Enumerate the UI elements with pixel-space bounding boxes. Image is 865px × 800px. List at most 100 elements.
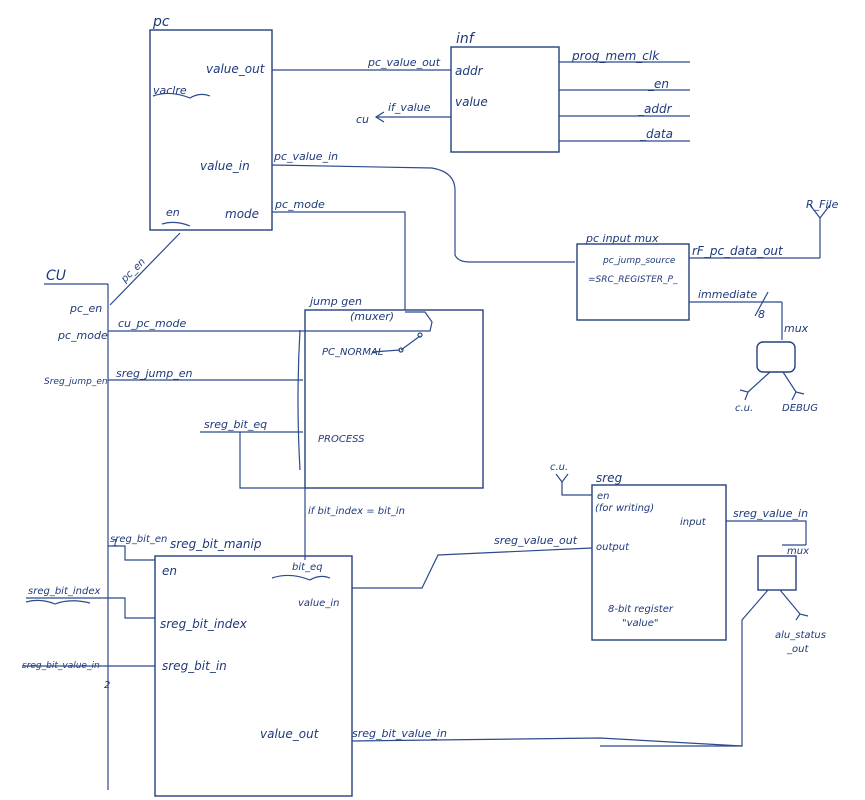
src-register: =SRC_REGISTER_P_ [588, 275, 678, 285]
switch-contact-2 [417, 332, 423, 338]
bus-slash [754, 291, 769, 317]
cu-pc-mode-port: pc_mode [57, 329, 108, 342]
jump-gen-left-bracket [297, 329, 301, 471]
cu-one: 1 [112, 538, 118, 549]
switch-contact-1 [398, 347, 404, 353]
jump-gen-process: PROCESS [318, 434, 365, 445]
wire-pc-value-in [271, 164, 575, 263]
pc-value-out-port: value_out [206, 62, 266, 76]
sreg-output: output [596, 542, 630, 553]
cu-sreg-bit-index: sreg_bit_index [28, 586, 100, 597]
wire-alu [779, 589, 801, 615]
sreg-input: input [680, 517, 707, 528]
label-data: _data [639, 127, 673, 141]
cu-sreg-jump-en-port: Sreg_jump_en [44, 377, 108, 387]
label-alu-out: _out [786, 644, 809, 655]
inf-addr-port: addr [455, 64, 484, 78]
wire-sreg-cu [561, 482, 592, 496]
small-mux-box [756, 341, 796, 373]
label-addr: _addr [637, 102, 673, 116]
sreg-mux-box [757, 555, 797, 591]
manip-box [154, 555, 353, 797]
manip-value-in: value_in [298, 598, 339, 609]
switch-line [371, 349, 401, 353]
sreg-title: sreg [596, 471, 623, 485]
jump-gen-box [304, 309, 484, 489]
pc-en-port: en [166, 206, 180, 219]
label-sreg-value-out: sreg_value_out [494, 534, 578, 547]
sreg-desc-1: 8-bit register [608, 604, 674, 615]
cu-two: 2 [104, 680, 110, 691]
sreg-desc-2: "value" [622, 618, 659, 629]
wire-sreg-bit-value-in [351, 737, 743, 747]
wire-sreg-bit-en [108, 545, 155, 561]
wire-cu-pc-mode [108, 311, 433, 332]
label-if-bit-index: if bit_index = bit_in [308, 506, 405, 517]
label-en: _en [647, 77, 669, 91]
label-rf-out: rF_pc_data_out [692, 244, 784, 258]
pc-box [149, 29, 273, 231]
sreg-block: sreg c.u. en (for writing) input output … [550, 462, 727, 641]
manip-bit-eq-scribble [271, 574, 331, 581]
inf-block: inf addr value prog_mem_clk _en _addr _d… [450, 31, 690, 153]
pc-block: pc value_out vaclre value_in mode en [149, 14, 273, 231]
sreg-cu-antenna [555, 473, 569, 483]
mux-cu-antenna [739, 389, 749, 401]
inf-box [450, 46, 560, 153]
sreg-en: en [597, 491, 610, 502]
if-value-arrowhead [374, 111, 385, 123]
pc-input-mux-block: pc input mux pc_jump_source =SRC_REGISTE… [576, 198, 839, 414]
manip-bit-eq: bit_eq [292, 562, 323, 573]
jump-gen-title: jump gen [308, 295, 362, 308]
label-sreg-jump-en: sreg_jump_en [116, 367, 192, 380]
wire-sreg-value-out [352, 547, 593, 589]
manip-bit-in: sreg_bit_in [162, 659, 227, 673]
label-cu-arrow: cu [356, 113, 369, 126]
jump-gen-muxer: (muxer) [350, 310, 394, 323]
sreg-cu-label: c.u. [550, 462, 568, 473]
cu-pc-en-port: pc_en [69, 302, 102, 315]
cu-title: CU [46, 268, 66, 284]
label-sreg-bit-en: sreg_bit_en [110, 534, 167, 545]
manip-title: sreg_bit_manip [170, 537, 262, 551]
cu-block: CU pc_en pc_mode Sreg_jump_en 1 sreg_bit… [22, 268, 118, 790]
inf-title: inf [456, 31, 476, 47]
pc-jump-source: pc_jump_source [602, 256, 676, 266]
label-sreg-bit-eq: sreg_bit_eq [204, 418, 267, 431]
wire-pc-en [109, 232, 181, 306]
sreg-bit-manip-block: sreg_bit_manip en bit_eq value_in sreg_b… [154, 537, 353, 797]
label-cu-pc-mode: cu_pc_mode [118, 317, 186, 330]
pc-value-in-port: value_in [200, 159, 250, 173]
label-rfile: R_File [806, 198, 839, 211]
alu-antenna [795, 613, 809, 621]
pc-title: pc [152, 14, 170, 30]
wire-pc-mode [272, 211, 406, 310]
label-immediate: immediate [698, 288, 757, 301]
manip-value-out: value_out [260, 727, 320, 741]
wire-mux-to-bit-value [600, 589, 769, 747]
inf-value-port: value [455, 95, 488, 109]
manip-en: en [162, 564, 177, 578]
pc-mode-port: mode [225, 207, 259, 221]
mux-debug-antenna [791, 391, 805, 401]
wire-bit-eq-down [239, 432, 306, 560]
bit-index-scribble [25, 599, 91, 605]
label-debug: DEBUG [782, 403, 818, 414]
label-mux-cu: c.u. [735, 403, 753, 414]
label-if-value: if_value [388, 101, 431, 114]
label-small-mux: mux [784, 322, 809, 335]
en-scribble-mark [161, 221, 191, 227]
jump-gen-pc-normal: PC_NORMAL [322, 347, 383, 358]
label-sreg-bit-value-in: sreg_bit_value_in [352, 727, 447, 740]
label-pc-mode: pc_mode [274, 198, 325, 211]
wire-mux-cu [747, 371, 771, 393]
scribble-mark [152, 92, 211, 99]
rfile-antenna [809, 204, 831, 219]
label-pc-value-in: pc_value_in [273, 150, 338, 163]
wire-mux-debug [782, 371, 797, 393]
wire-sreg-value-in [726, 520, 807, 545]
label-sreg-value-in: sreg_value_in [733, 507, 808, 520]
sreg-for-writing: (for writing) [595, 503, 654, 514]
label-alu: alu_status [775, 630, 826, 641]
